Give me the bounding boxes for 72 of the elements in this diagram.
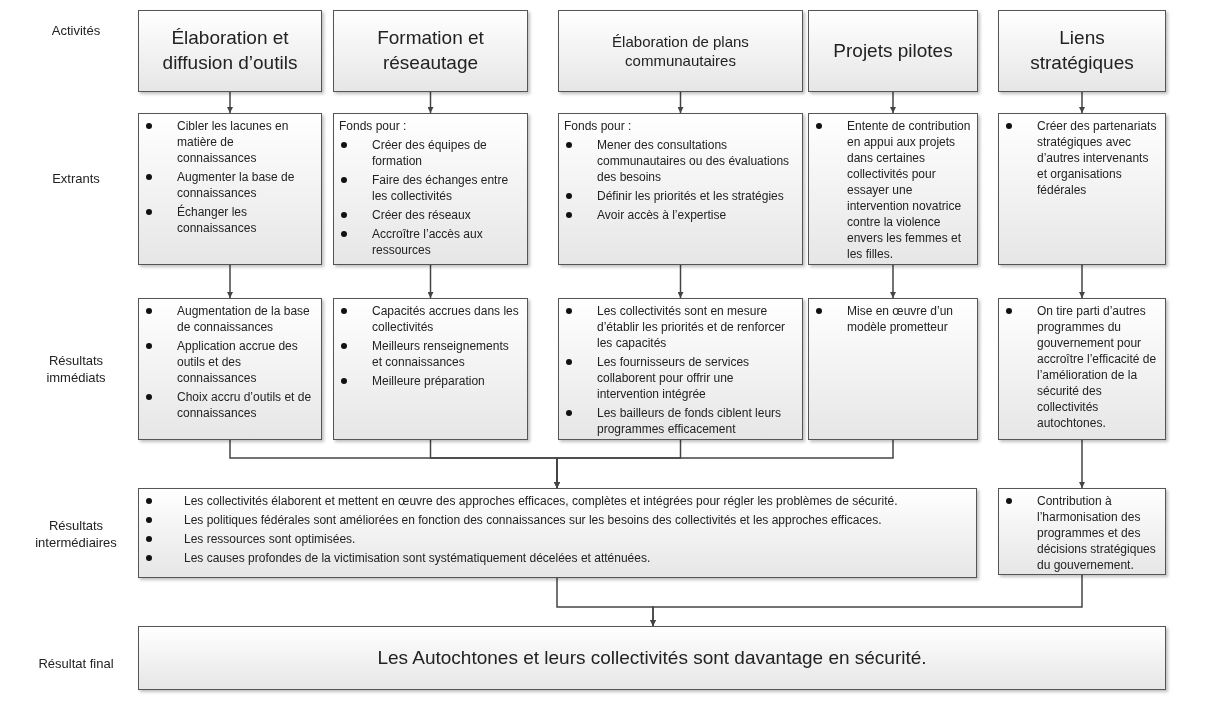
bullet-text: Meilleurs renseignements et connaissances (372, 338, 510, 370)
activity-box (333, 10, 528, 92)
bullet-text: Choix accru d’outils et de connaissances (177, 389, 313, 421)
bullet-text: Les causes profondes de la victimisation sont systématiquement décelées et atténuées. (184, 550, 652, 566)
output-box (998, 113, 1166, 265)
bullet-text: Les politiques fédérales sont améliorées en fonction des connaissances sur les besoins des collectivités et les approches efficaces. (184, 512, 883, 528)
bullet-text: Les ressources sont optimisées. (184, 531, 357, 547)
bullet-text: Entente de contribution en appui aux projets dans certaines collectivités pour essayer une intervention novatrice contre la violence envers les femmes et les filles. (847, 118, 972, 262)
immediate-outcome-box (558, 298, 803, 440)
bullet-text: Les bailleurs de fonds ciblent leurs programmes efficacement (597, 405, 783, 437)
activity-title: Élaboration de plans communautaires (611, 31, 750, 71)
arrow (554, 439, 894, 489)
immediate-outcome-box (998, 298, 1166, 440)
bullet-text: Définir les priorités et les stratégies (597, 188, 785, 204)
final-outcome-text: Les Autochtones et leurs collectivités sont davantage en sécurité. (377, 646, 927, 670)
output-box (808, 113, 978, 265)
bullet-text: Cibler les lacunes en matière de connaissances (177, 118, 290, 166)
bullet-text: Faire des échanges entre les collectivités (372, 172, 510, 204)
row-label: Activités (50, 22, 102, 39)
activity-title: Élaboration et diffusion d’outils (161, 26, 299, 75)
arrow (677, 91, 684, 114)
intermediate-outcome-box (138, 488, 977, 578)
intro-text: Fonds pour : (339, 118, 408, 134)
arrow (427, 91, 434, 114)
bullet-text: Les collectivités élaborent et mettent en œuvre des approches efficaces, complètes et intégrées pour régler les problèmes de sécurité. (184, 493, 899, 509)
bullet-text: Accroître l’accès aux ressources (372, 226, 484, 258)
arrow (650, 574, 1083, 627)
bullet-text: Échanger les connaissances (177, 204, 258, 236)
bullet-text: Meilleure préparation (372, 373, 486, 389)
bullet-text: Augmenter la base de connaissances (177, 169, 296, 201)
bullet-text: Les fournisseurs de services collaborent pour offrir une intervention intégrée (597, 354, 751, 402)
row-label: Extrants (51, 170, 101, 187)
arrow (427, 264, 434, 299)
output-box (333, 113, 528, 265)
intro-text: Fonds pour : (564, 118, 633, 134)
activity-title: Liens stratégiques (1029, 26, 1135, 75)
row-label: Résultats immédiats (45, 352, 107, 386)
final-outcome-box (138, 626, 1166, 690)
immediate-outcome-box (333, 298, 528, 440)
bullet-text: Créer des réseaux (372, 207, 472, 223)
activity-box (558, 10, 803, 92)
activity-box (808, 10, 978, 92)
arrow (890, 264, 896, 299)
bullet-text: Les collectivités sont en mesure d’établir les priorités et de renforcer les capacités (597, 303, 787, 351)
bullet-text: On tire parti d’autres programmes du gouvernement pour accroître l’efficacité de l’amélioration de la sécurité des collectivités autochtones. (1037, 303, 1158, 431)
bullet-text: Mise en œuvre d’un modèle prometteur (847, 303, 955, 335)
bullet-text: Contribution à l’harmonisation des programmes et des décisions stratégiques du gouvernement. (1037, 493, 1157, 573)
output-box (138, 113, 322, 265)
activity-box (998, 10, 1166, 92)
output-box (558, 113, 803, 265)
arrow (677, 264, 684, 299)
arrow (1079, 264, 1085, 299)
row-label: Résultat final (37, 655, 115, 672)
bullet-text: Mener des consultations communautaires ou des évaluations des besoins (597, 137, 791, 185)
bullet-text: Application accrue des outils et des connaissances (177, 338, 299, 386)
arrow (890, 91, 896, 114)
immediate-outcome-box (138, 298, 322, 440)
arrow (1079, 91, 1085, 114)
activity-title: Projets pilotes (833, 38, 953, 63)
bullet-text: Avoir accès à l’expertise (597, 207, 728, 223)
activity-title: Formation et réseautage (376, 26, 485, 75)
arrow (227, 264, 233, 299)
arrow (1079, 439, 1085, 489)
immediate-outcome-box (808, 298, 978, 440)
bullet-text: Augmentation de la base de connaissances (177, 303, 311, 335)
bullet-text: Créer des équipes de formation (372, 137, 488, 169)
activity-box (138, 10, 322, 92)
arrow (227, 91, 233, 114)
intermediate-outcome-box (998, 488, 1166, 575)
bullet-text: Capacités accrues dans les collectivités (372, 303, 520, 335)
row-label: Résultats intermédiaires (34, 517, 118, 551)
bullet-text: Créer des partenariats stratégiques avec d’autres intervenants et organisations fédérales (1037, 118, 1158, 198)
